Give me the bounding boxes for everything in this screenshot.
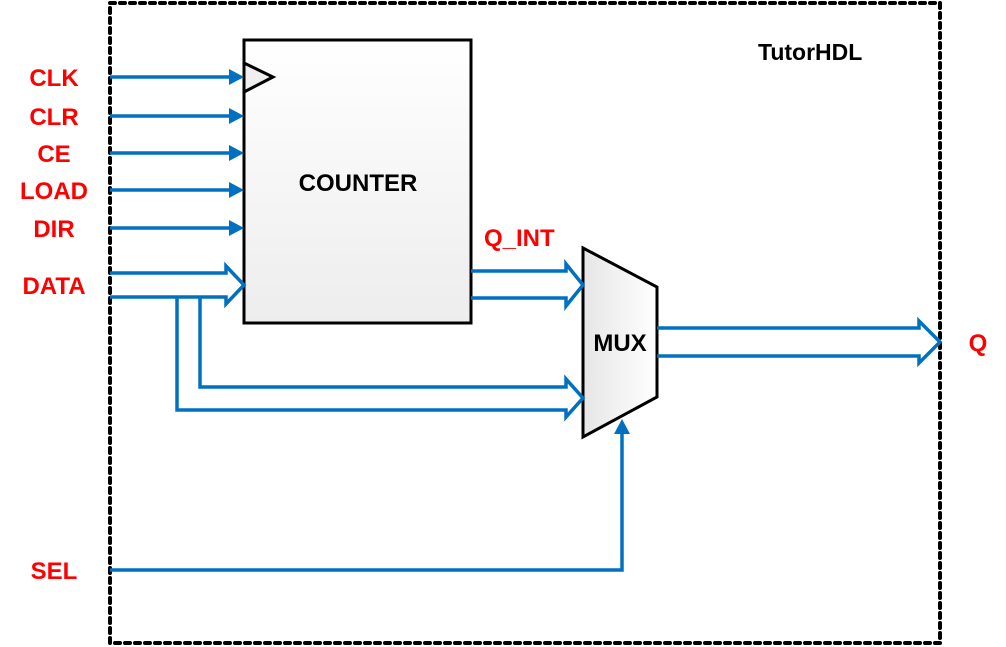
clk-arrow-icon — [229, 69, 244, 85]
sel-label: SEL — [31, 558, 78, 585]
ce-wire — [110, 145, 244, 161]
data-label: DATA — [22, 273, 85, 300]
clk-label: CLK — [29, 65, 79, 92]
q-label: Q — [969, 330, 988, 357]
load-label: LOAD — [20, 178, 88, 205]
clock-triangle-icon — [242, 60, 277, 95]
load-wire — [110, 182, 244, 198]
ce-label: CE — [37, 141, 70, 168]
q-int-bus — [471, 259, 586, 311]
q-int-label: Q_INT — [484, 225, 555, 252]
module-boundary — [108, 1, 942, 645]
sel-arrow-icon — [614, 419, 630, 434]
load-arrow-icon — [229, 182, 244, 198]
counter-label: COUNTER — [299, 170, 418, 197]
q-output-bus — [657, 316, 943, 368]
data-bus-to-mux — [175, 297, 586, 422]
counter-block — [242, 38, 473, 325]
sel-wire — [110, 419, 630, 572]
ce-arrow-icon — [229, 145, 244, 161]
clr-arrow-icon — [229, 108, 244, 124]
clr-wire — [110, 108, 244, 124]
dir-label: DIR — [33, 216, 74, 243]
data-bus-to-counter — [110, 261, 247, 309]
dir-wire — [110, 220, 244, 236]
mux-label: MUX — [593, 330, 646, 357]
mux-block — [581, 245, 659, 440]
clr-label: CLR — [29, 104, 78, 131]
dir-arrow-icon — [229, 220, 244, 236]
module-title: TutorHDL — [758, 39, 862, 65]
clk-wire — [110, 69, 244, 85]
